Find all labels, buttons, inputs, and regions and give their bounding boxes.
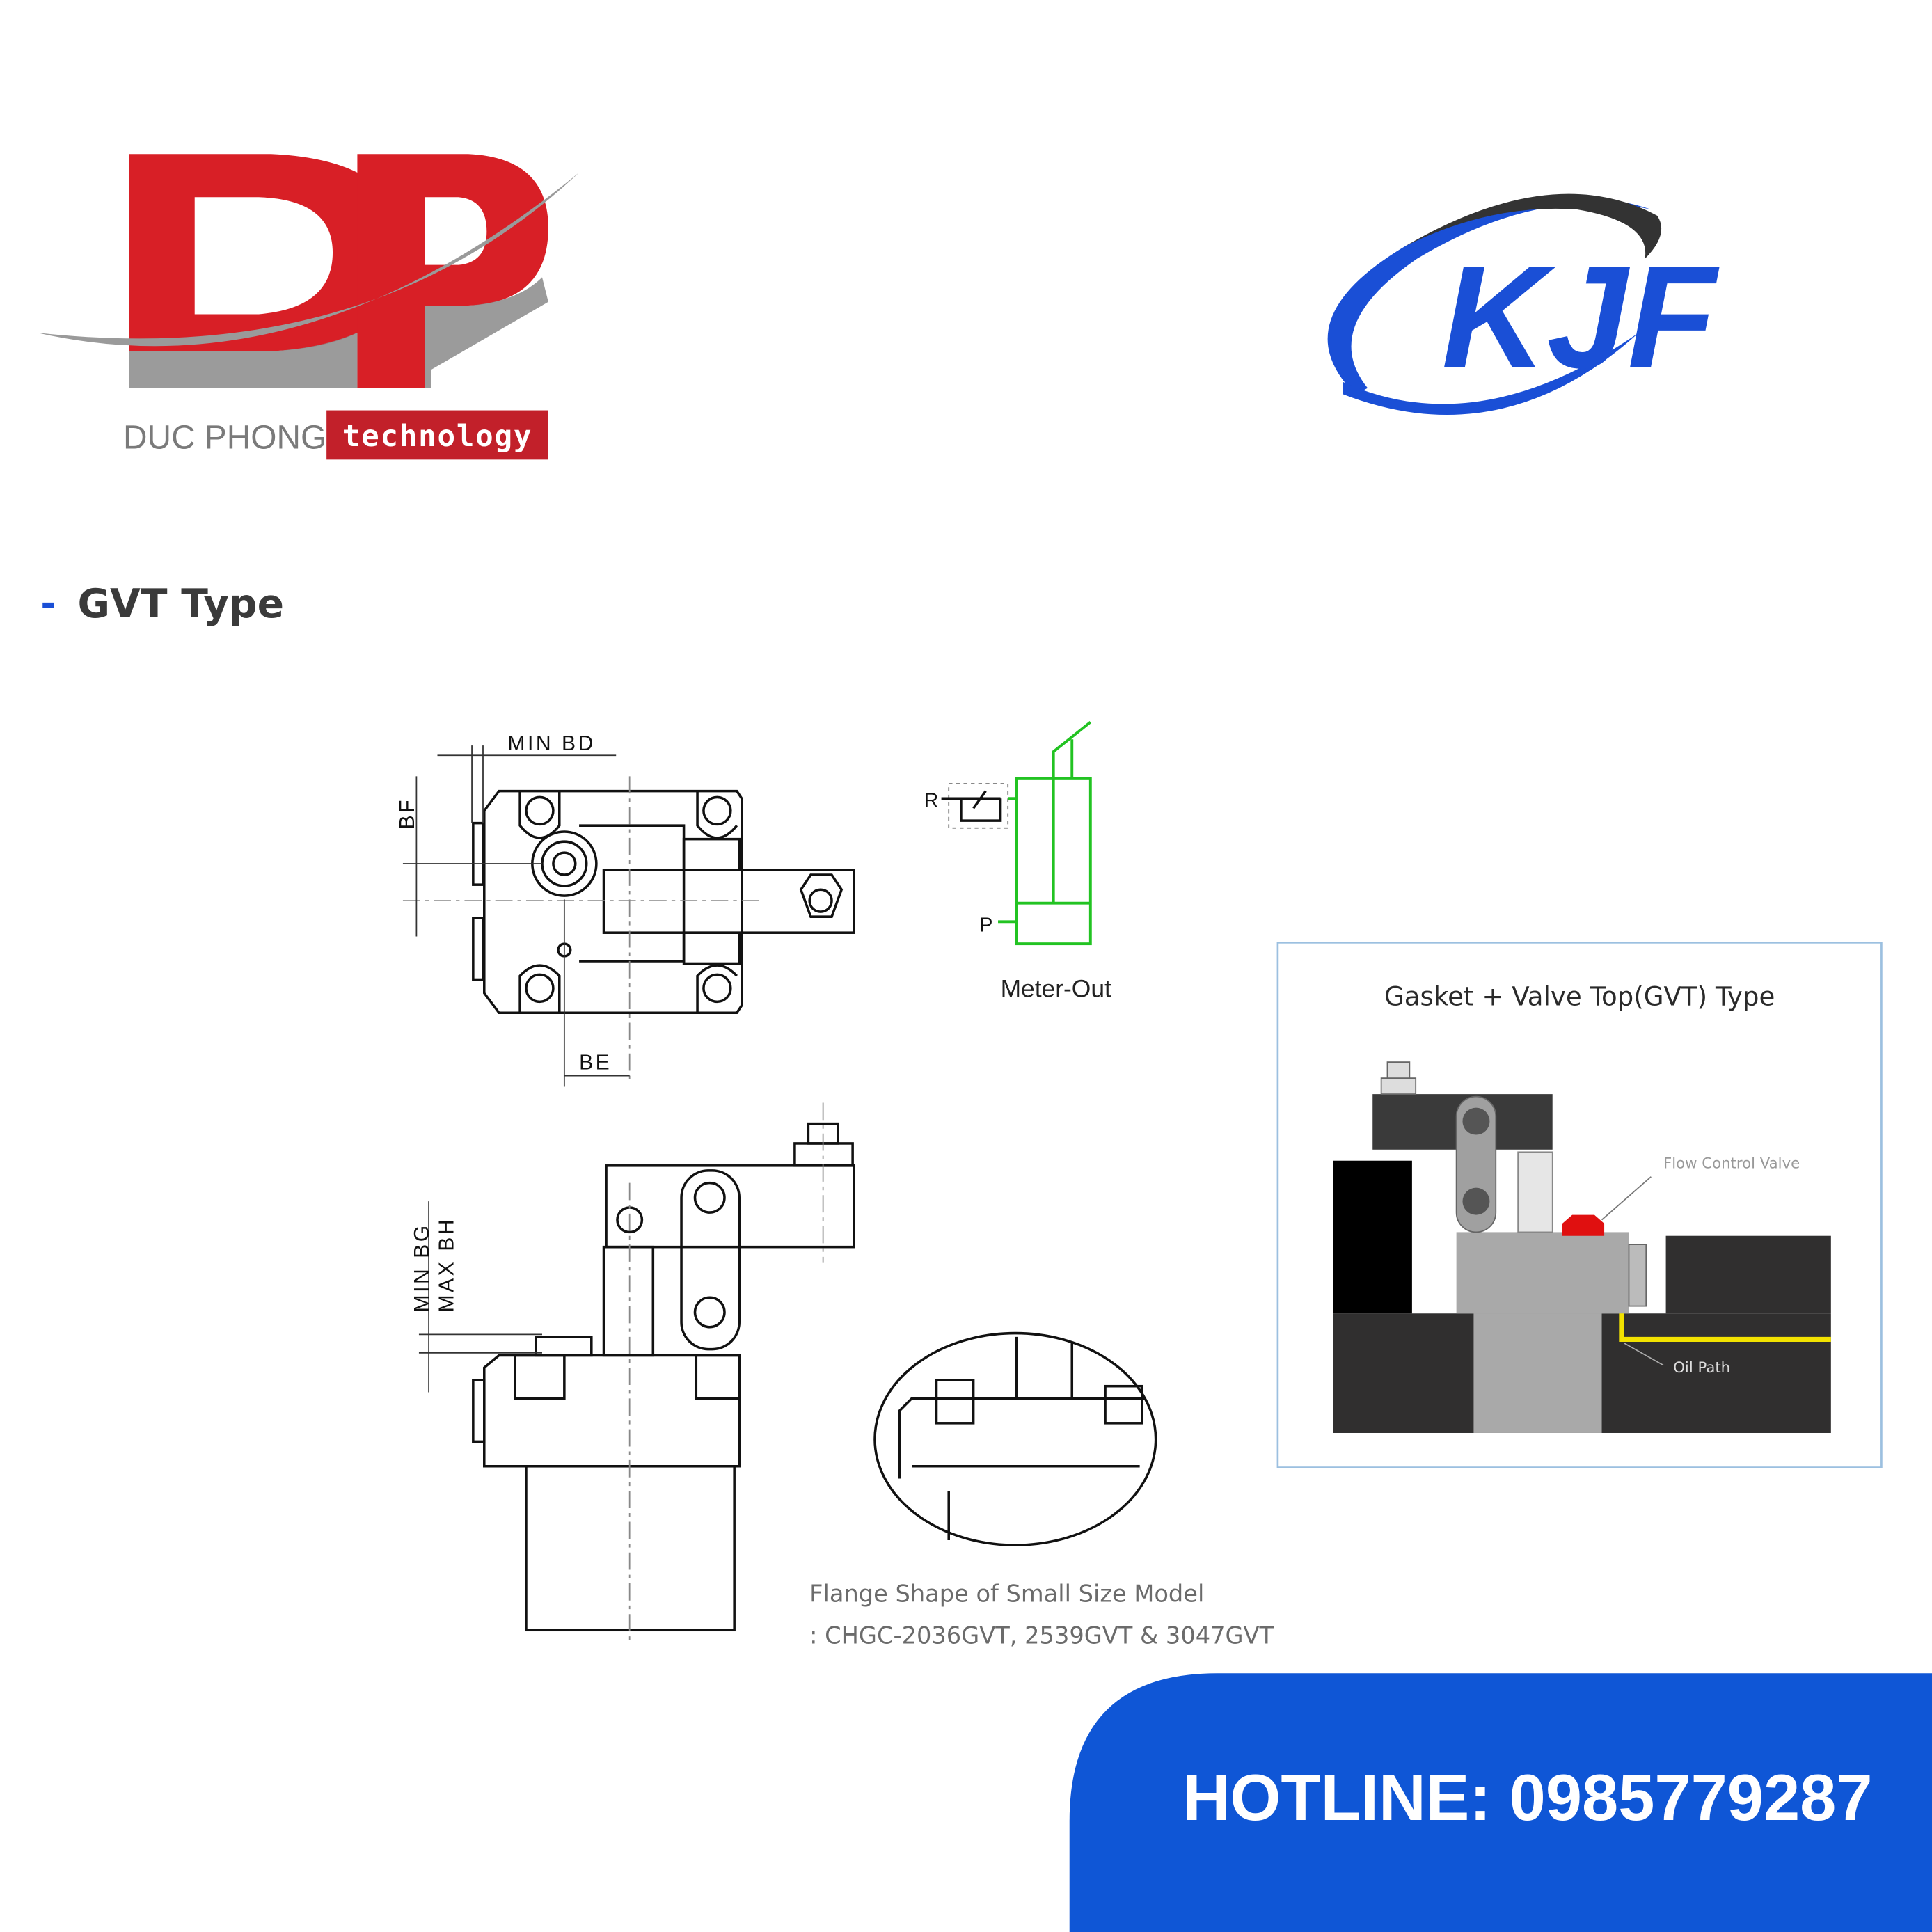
side-view-drawing: MIN BG MAX BH (411, 1102, 855, 1645)
dim-be: BE (579, 1052, 612, 1075)
meter-out-caption: Meter-Out (1001, 974, 1111, 1002)
gvt-panel: Gasket + Valve Top(GVT) Type Flow Contro… (1276, 942, 1883, 1468)
flow-control-valve-label: Flow Control Valve (1663, 1155, 1800, 1172)
logo-subtitle-right: technology (342, 420, 532, 454)
dim-max-bh: MAX BH (436, 1217, 459, 1313)
dim-min-bg: MIN BG (411, 1223, 434, 1312)
section-bullet: - (40, 582, 56, 625)
flange-caption-line1: Flange Shape of Small Size Model (809, 1581, 1204, 1608)
flange-detail (873, 1331, 1157, 1546)
hotline-banner[interactable]: HOTLINE: 0985779287 (1069, 1673, 1932, 1932)
top-view-drawing: MIN BD BF BE (396, 732, 855, 1087)
gvt-panel-title: Gasket + Valve Top(GVT) Type (1384, 981, 1775, 1012)
section-title: GVT Type (78, 581, 284, 627)
kjf-logo-text: KJF (1441, 237, 1720, 399)
flange-caption-line2: : CHGC-2036GVT, 2539GVT & 3047GVT (809, 1622, 1274, 1649)
duc-phong-logo[interactable]: DUC PHONG technology (37, 154, 580, 460)
port-p-label: P (979, 914, 992, 936)
dim-bf: BF (396, 798, 419, 830)
kjf-logo[interactable]: KJF (1327, 193, 1720, 415)
port-r-label: R (924, 790, 938, 812)
logo-subtitle-badge (326, 410, 548, 460)
logo-subtitle-left: DUC PHONG (123, 419, 326, 456)
oil-path-label: Oil Path (1673, 1359, 1730, 1377)
meter-out-circuit: R P Meter-Out (924, 720, 1111, 1002)
dim-min-bd: MIN BD (507, 732, 596, 755)
hotline-text[interactable]: HOTLINE: 0985779287 (1183, 1761, 1873, 1834)
